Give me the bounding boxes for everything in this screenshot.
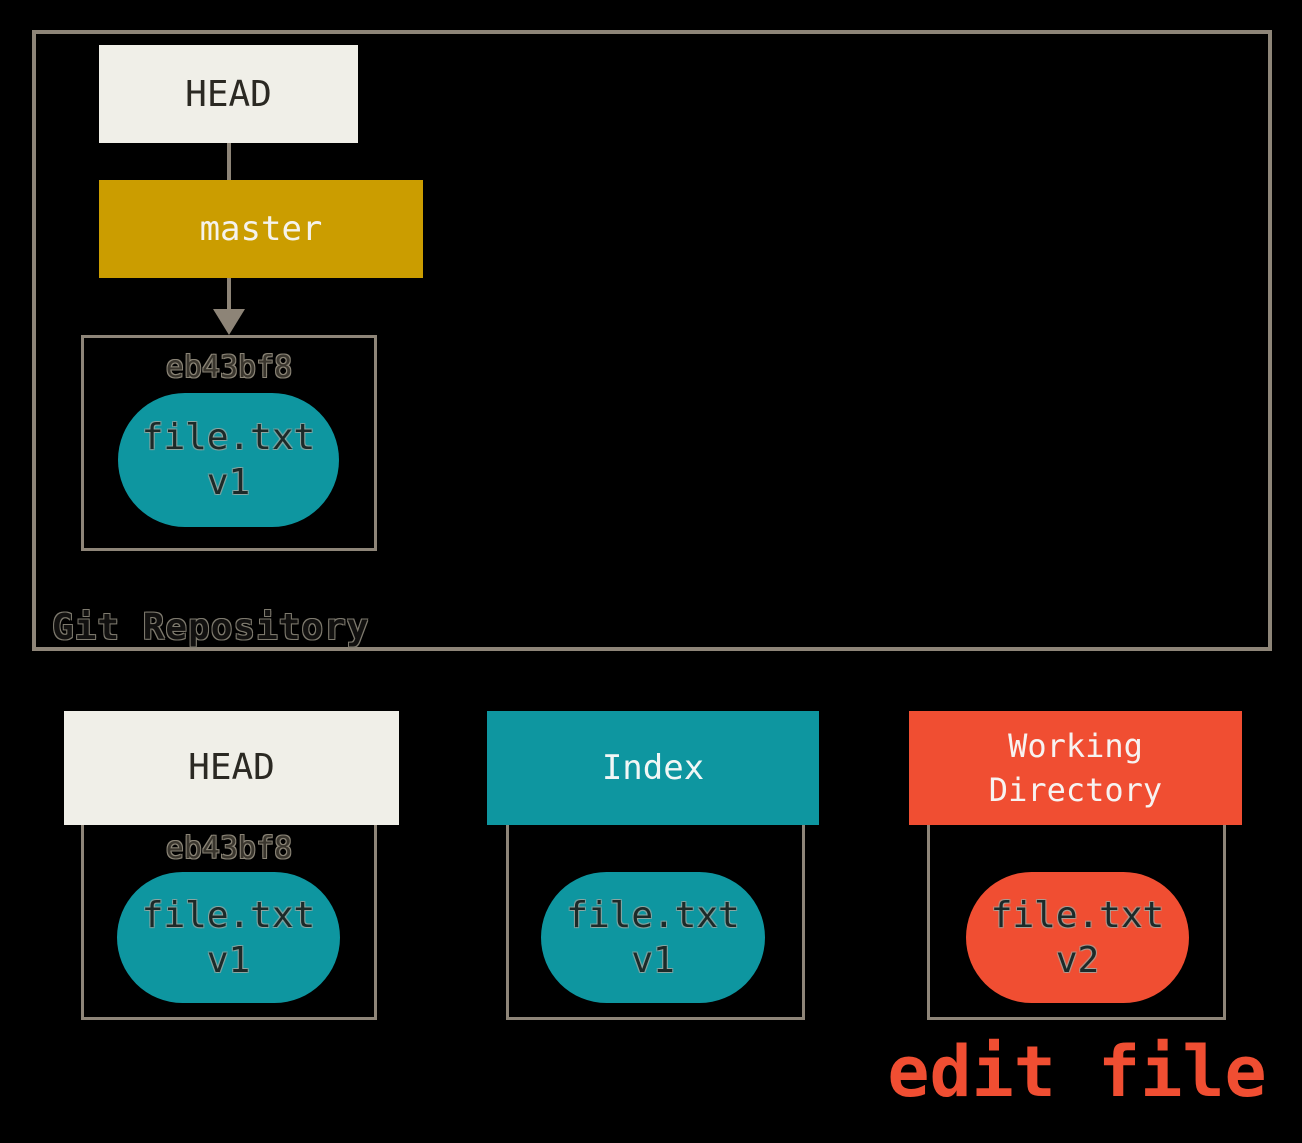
commit-file-name: file.txt: [141, 417, 316, 458]
head-area-header: HEAD: [64, 711, 399, 825]
commit-box: [81, 335, 377, 551]
working-directory-file-name: file.txt: [990, 894, 1165, 936]
edit-file-label: edit file: [887, 1031, 1267, 1113]
head-area-file-pill: file.txt v1: [117, 872, 340, 1003]
git-repository-box: [32, 30, 1272, 651]
head-area-hash-label: eb43bf8: [165, 831, 293, 866]
head-to-master-connector: [227, 143, 231, 180]
master-branch-box: master: [99, 180, 423, 278]
working-directory-title: Working Directory: [988, 727, 1163, 809]
head-area-file-name: file.txt: [141, 894, 316, 936]
master-branch-label: master: [199, 209, 323, 249]
index-area-file-version: v1: [631, 939, 675, 981]
index-area-header: Index: [487, 711, 819, 825]
head-area-file-version: v1: [206, 939, 251, 981]
commit-file-version: v1: [206, 462, 251, 503]
arrow-down-icon: [213, 309, 245, 335]
git-repository-label: Git Repository: [52, 607, 370, 648]
master-to-commit-line: [227, 278, 231, 311]
working-directory-file-pill: file.txt v2: [966, 872, 1189, 1003]
commit-hash-label: eb43bf8: [165, 350, 293, 385]
head-ref-label: HEAD: [185, 73, 272, 115]
working-directory-header: Working Directory: [909, 711, 1242, 825]
head-ref-box: HEAD: [99, 45, 358, 143]
index-area-file-name: file.txt: [566, 894, 740, 936]
commit-file-pill: file.txt v1: [118, 393, 339, 527]
working-directory-file-version: v2: [1055, 939, 1100, 981]
index-area-title: Index: [601, 748, 705, 788]
index-area-file-pill: file.txt v1: [541, 872, 765, 1003]
head-area-title: HEAD: [188, 747, 275, 788]
